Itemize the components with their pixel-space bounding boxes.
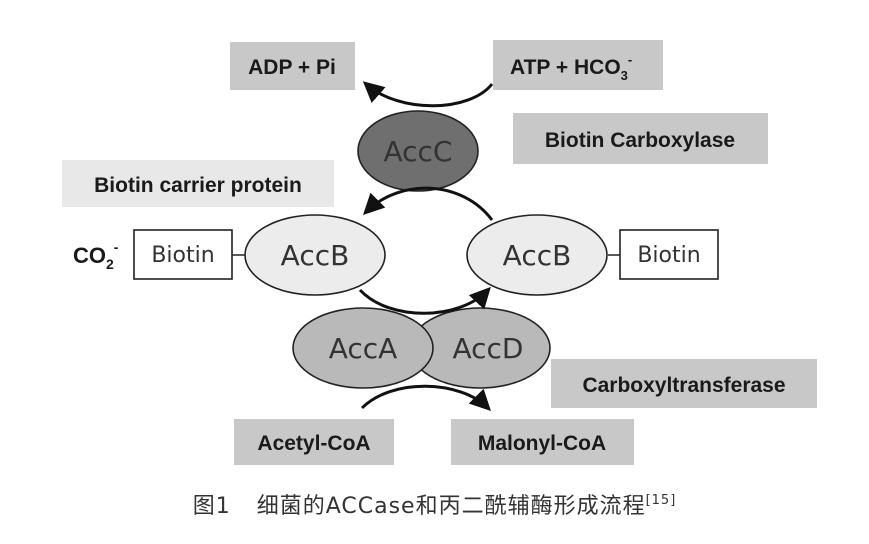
accb-left-subunit: AccB bbox=[244, 214, 386, 296]
atp-hco3-box bbox=[493, 40, 663, 90]
transfer-arrow bbox=[358, 286, 491, 315]
adp-pi-box bbox=[230, 42, 355, 90]
carboxyltransferase-box bbox=[551, 359, 817, 408]
caption-reference: [15] bbox=[645, 493, 677, 508]
svg-text:AccB: AccB bbox=[503, 239, 572, 272]
acetyl-coa-box bbox=[234, 419, 394, 465]
accb-right-ellipse bbox=[466, 214, 608, 296]
adp-pi-label: ADP + Pi bbox=[230, 42, 355, 90]
biotin-left-box bbox=[133, 229, 233, 280]
svg-text:AccA: AccA bbox=[329, 332, 398, 365]
atp-text: ATP + HCO bbox=[510, 56, 621, 79]
malonyl-coa-box bbox=[451, 419, 634, 465]
svg-text:Acetyl-CoA: Acetyl-CoA bbox=[257, 432, 370, 455]
acetyl-to-malonyl-arrow bbox=[360, 384, 491, 411]
accc-subunit: AccC bbox=[357, 110, 479, 192]
svg-text:AccB: AccB bbox=[281, 239, 350, 272]
atp-subscript: 3 bbox=[621, 68, 628, 83]
carboxylation-arrow bbox=[363, 186, 494, 221]
atp-hco3-label: ATP + HCO3- bbox=[493, 40, 663, 90]
svg-text:Biotin: Biotin bbox=[637, 243, 700, 268]
biotin-left: Biotin bbox=[133, 229, 233, 280]
biotin-carrier-box bbox=[62, 160, 334, 207]
co2-text: CO bbox=[73, 243, 106, 268]
atp-to-adp-arrow bbox=[362, 81, 494, 108]
accd-subunit: AccD bbox=[409, 307, 551, 389]
svg-text:Biotin carrier protein: Biotin carrier protein bbox=[94, 174, 302, 197]
accb-right-subunit: AccB bbox=[466, 214, 608, 296]
acca-subunit: AccA bbox=[292, 307, 434, 389]
svg-text:AccC: AccC bbox=[383, 135, 452, 168]
biotin-carboxylase-label: Biotin Carboxylase bbox=[513, 113, 768, 164]
accb-left-ellipse bbox=[244, 214, 386, 296]
co2-label: CO2- bbox=[73, 239, 119, 272]
accc-ellipse bbox=[357, 110, 479, 192]
svg-text:ADP + Pi: ADP + Pi bbox=[248, 56, 336, 79]
svg-text:Malonyl-CoA: Malonyl-CoA bbox=[478, 432, 606, 455]
acetyl-coa-label: Acetyl-CoA bbox=[234, 419, 394, 465]
atp-superscript: - bbox=[628, 52, 632, 67]
co2-superscript: - bbox=[114, 239, 119, 255]
svg-text:AccD: AccD bbox=[452, 332, 523, 365]
malonyl-coa-label: Malonyl-CoA bbox=[451, 419, 634, 465]
carboxyltransferase-label: Carboxyltransferase bbox=[551, 359, 817, 408]
biotin-carboxylase-box bbox=[513, 113, 768, 164]
biotin-right: Biotin bbox=[619, 229, 719, 280]
caption-text: 细菌的ACCase和丙二酰辅酶形成流程 bbox=[256, 494, 646, 519]
svg-text:Biotin: Biotin bbox=[151, 243, 214, 268]
biotin-carrier-label: Biotin carrier protein bbox=[62, 160, 334, 207]
svg-text:Biotin Carboxylase: Biotin Carboxylase bbox=[545, 129, 735, 152]
figure-number: 图1 bbox=[192, 494, 231, 519]
svg-text:ATP + HCO3-: ATP + HCO3- bbox=[510, 52, 632, 83]
acca-ellipse bbox=[292, 307, 434, 389]
figure-caption: 图1 细菌的ACCase和丙二酰辅酶形成流程[15] bbox=[0, 488, 869, 520]
svg-text:Carboxyltransferase: Carboxyltransferase bbox=[582, 374, 785, 397]
biotin-right-box bbox=[619, 229, 719, 280]
co2-subscript: 2 bbox=[106, 256, 114, 272]
